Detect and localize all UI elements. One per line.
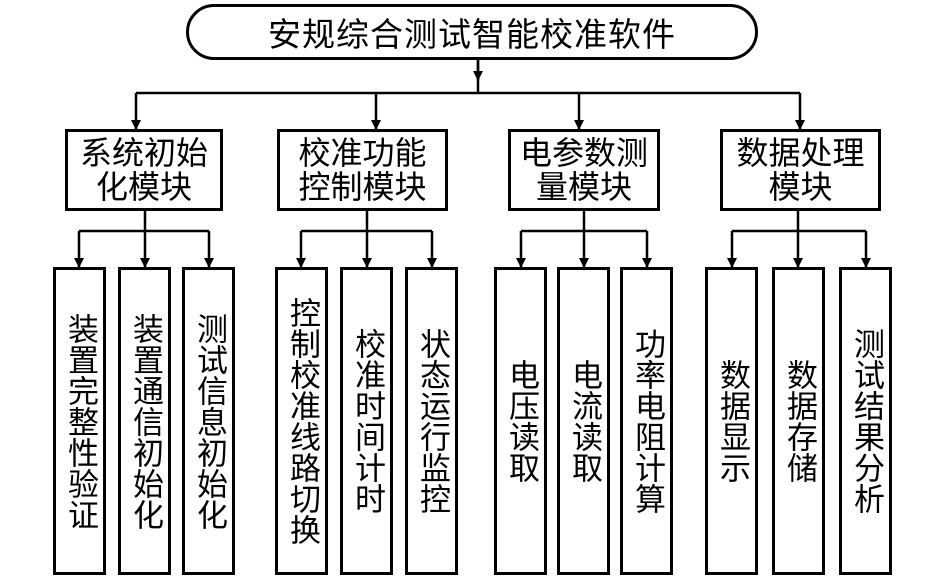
leaf-test-result-analysis: 测试结果分析: [839, 267, 892, 575]
module-electrical-measurement: 电参数测量模块: [508, 129, 660, 211]
module-data-processing: 数据处理模块: [720, 129, 881, 211]
leaf-data-display: 数据显示: [705, 267, 758, 575]
leaf-power-resistance-calc: 功率电阻计算: [620, 267, 673, 575]
module-calibration-control: 校准功能控制模块: [277, 129, 448, 211]
leaf-calibration-line-switch: 控制校准线路切换: [275, 267, 328, 575]
leaf-calibration-timing: 校准时间计时: [340, 267, 393, 575]
leaf-voltage-read: 电压读取: [494, 267, 547, 575]
root-node: 安规综合测试智能校准软件: [186, 4, 758, 60]
root-title: 安规综合测试智能校准软件: [268, 15, 676, 54]
leaf-data-storage: 数据存储: [772, 267, 825, 575]
leaf-current-read: 电流读取: [557, 267, 610, 575]
module-system-init: 系统初始化模块: [65, 129, 223, 211]
leaf-test-info-init: 测试信息初始化: [182, 267, 235, 575]
leaf-device-integrity-check: 装置完整性验证: [53, 267, 106, 575]
leaf-status-monitoring: 状态运行监控: [405, 267, 458, 575]
leaf-device-comm-init: 装置通信初始化: [118, 267, 171, 575]
